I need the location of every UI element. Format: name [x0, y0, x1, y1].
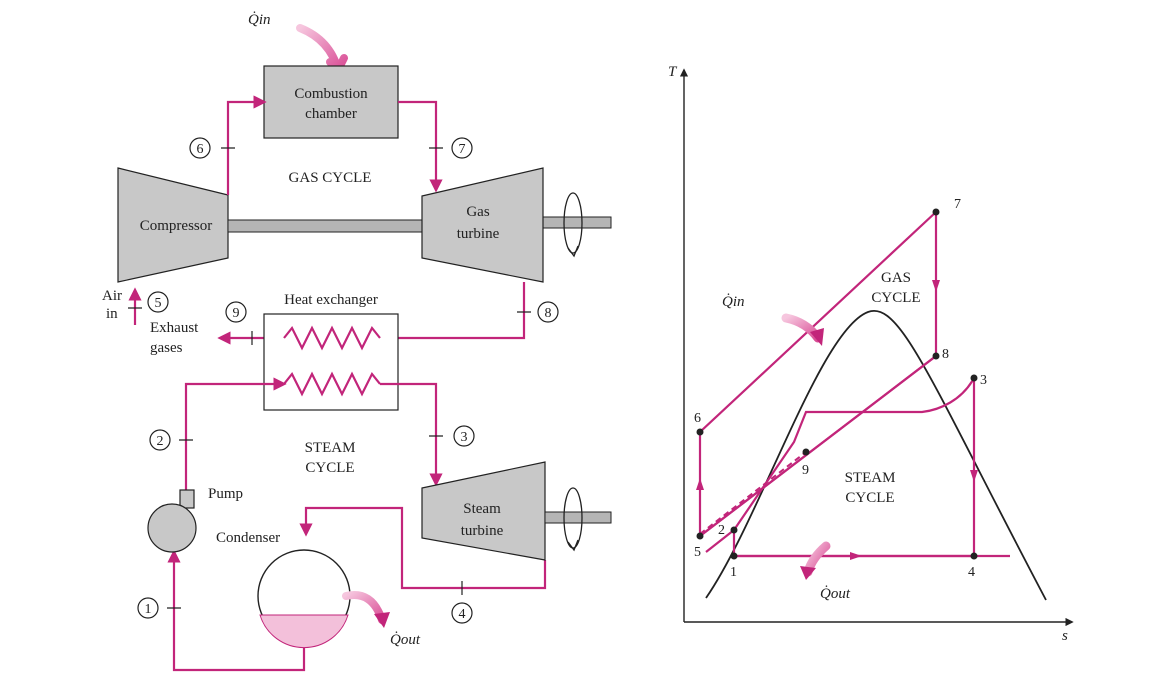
gas-turbine-label-2: turbine [457, 226, 500, 242]
heat-in-arrow-icon [296, 24, 348, 84]
air-label-2: in [106, 306, 118, 322]
state-2: 2 [157, 434, 164, 449]
gas-shaft [227, 219, 423, 233]
state-5: 5 [155, 296, 162, 311]
steam-turbine-label-2: turbine [461, 523, 504, 539]
steam-cycle-label-2: CYCLE [305, 460, 354, 476]
state-markers: 1 2 3 4 5 6 7 8 9 [137, 137, 559, 624]
ts-state-9: 9 [802, 463, 809, 478]
state-6: 6 [197, 142, 204, 157]
heat-exchanger-label: Heat exchanger [284, 292, 378, 308]
state-8: 8 [545, 306, 552, 321]
q-in-label: Q̇in [248, 12, 271, 28]
state-1: 1 [145, 602, 152, 617]
pump [147, 503, 197, 553]
combustion-label-1: Combustion [294, 86, 368, 102]
exhaust-label-1: Exhaust [150, 320, 199, 336]
steam-turbine-label-1: Steam [463, 501, 501, 517]
gas-output-shaft [542, 216, 612, 229]
condenser-water [259, 614, 349, 648]
compressor [117, 167, 229, 283]
schematic: Q̇in Combustion chamber GAS CYCLE Compre… [102, 12, 612, 672]
ts-state-2: 2 [718, 523, 725, 538]
hx-coil-steam [283, 371, 381, 397]
hx-coil-gas [283, 325, 381, 351]
state-4: 4 [459, 607, 466, 622]
ts-q-out-label: Q̇out [820, 586, 851, 602]
ts-state-5: 5 [694, 545, 701, 560]
state-3: 3 [461, 430, 468, 445]
combustion-chamber [263, 65, 399, 139]
pipe-4 [299, 506, 547, 590]
steam-cycle-path [732, 377, 976, 558]
rotation-arrow-icon-2 [567, 539, 579, 552]
exhaust-label-2: gases [150, 340, 183, 356]
steam-turbine [421, 461, 546, 561]
air-label-1: Air [102, 288, 122, 304]
steam-cycle-label-1: STEAM [305, 440, 356, 456]
combustion-label-2: chamber [305, 106, 357, 122]
ts-state-7: 7 [954, 197, 961, 212]
ts-state-4: 4 [968, 565, 975, 580]
pipe-7 [398, 100, 443, 193]
ts-gas-label-2: CYCLE [871, 290, 920, 306]
ts-state-1: 1 [730, 565, 737, 580]
ts-state-8: 8 [942, 347, 949, 362]
pipe-6 [226, 95, 267, 195]
steam-output-shaft [544, 511, 612, 524]
condenser-label: Condenser [216, 530, 280, 546]
heat-out-arrowhead-icon [374, 612, 390, 628]
ts-diagram: T s 1 2 3 4 5 [668, 64, 1074, 644]
pipe-2 [184, 377, 287, 490]
saturation-dome [705, 309, 1047, 601]
pump-line [705, 529, 735, 553]
gas-turbine [421, 167, 544, 283]
rotation-icon [563, 192, 583, 254]
ts-state-6: 6 [694, 411, 701, 426]
t-axis-label: T [668, 64, 678, 80]
pump-label: Pump [208, 486, 243, 502]
ts-gas-label-1: GAS [881, 270, 911, 286]
pipe-1 [167, 549, 306, 672]
ts-q-in-label: Q̇in [722, 294, 745, 310]
state-9: 9 [233, 306, 240, 321]
ts-steam-label-2: CYCLE [845, 490, 894, 506]
rotation-arrow-icon [567, 245, 579, 258]
ts-state-points [696, 208, 978, 560]
heat-recovery-line [699, 451, 807, 535]
gas-heat-rejection [699, 355, 937, 537]
pipe-8 [377, 282, 526, 345]
state-7: 7 [459, 142, 466, 157]
ts-steam-label-1: STEAM [845, 470, 896, 486]
pump-outlet [179, 489, 195, 509]
pipe-3 [380, 382, 443, 487]
s-axis-label: s [1062, 628, 1068, 644]
ts-state-3: 3 [980, 373, 987, 388]
q-out-label: Q̇out [390, 632, 421, 648]
gas-turbine-label-1: Gas [466, 204, 489, 220]
compressor-label: Compressor [140, 218, 213, 234]
gas-cycle-label: GAS CYCLE [289, 170, 372, 186]
